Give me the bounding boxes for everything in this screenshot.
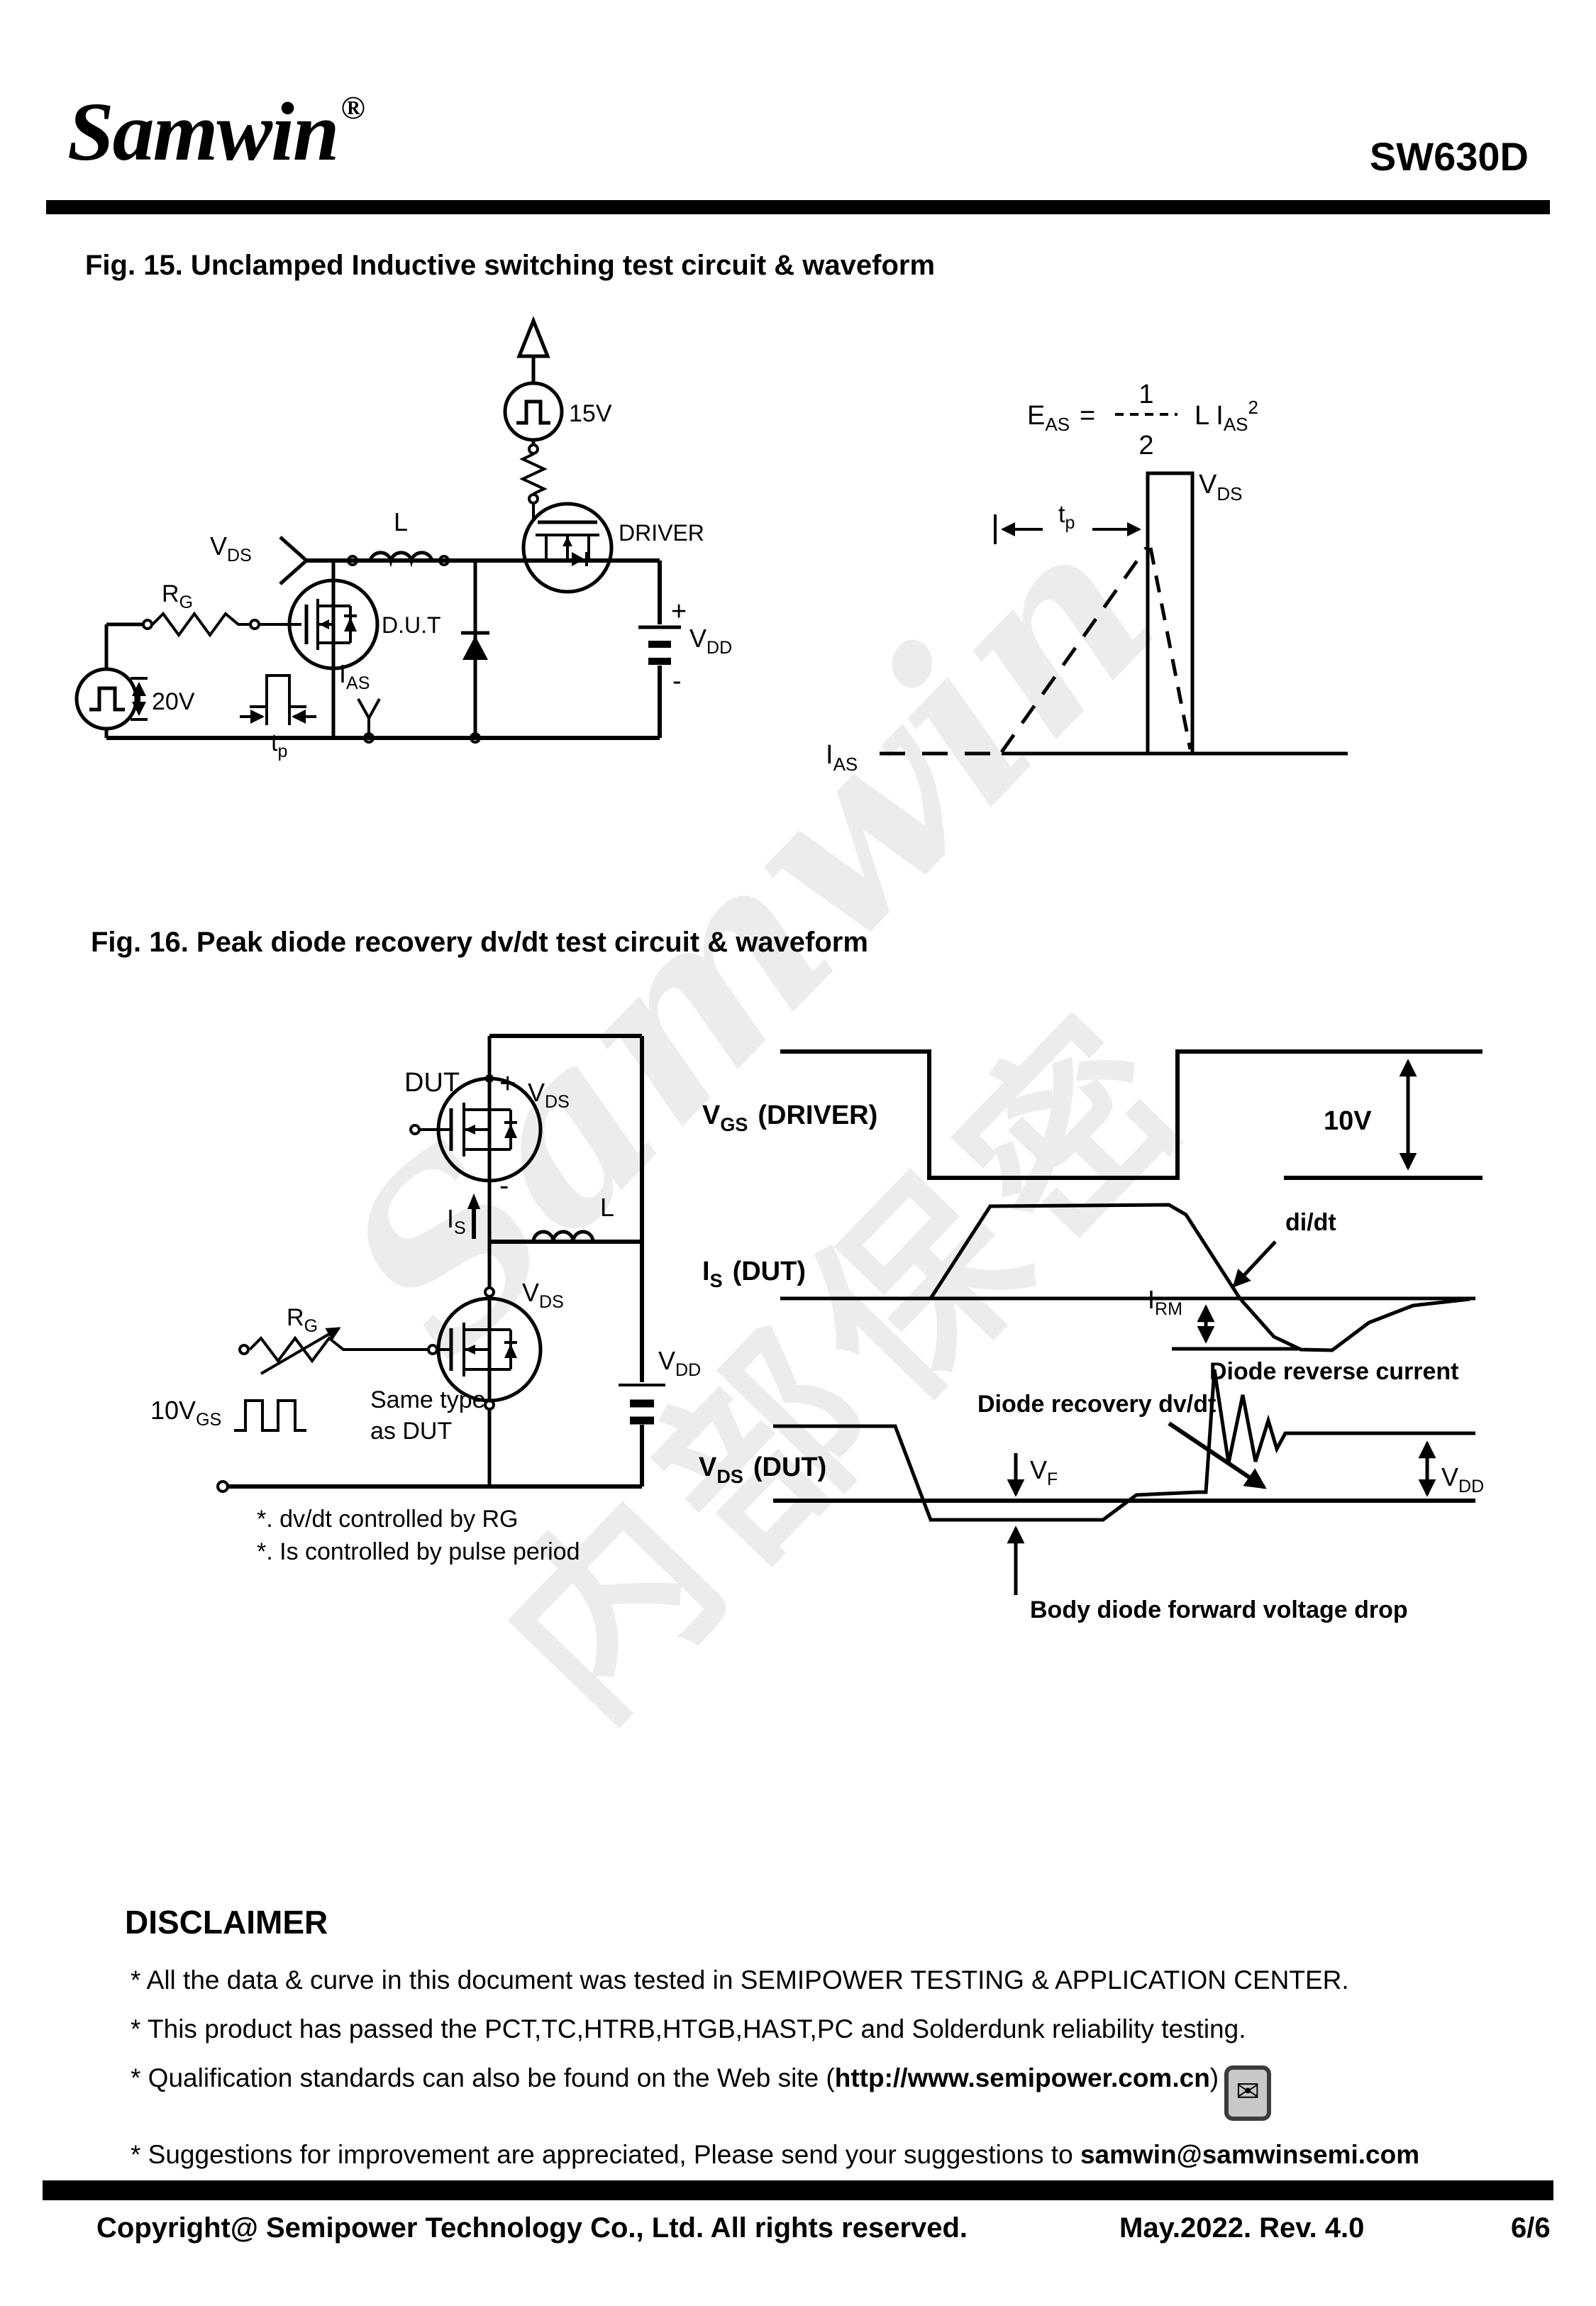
ias-fall-dashed [1148,547,1192,750]
fig16-diagram: DUT + VDS - [150,1034,1484,1623]
svg-text:2: 2 [1138,431,1153,460]
label-driver: DRIVER [619,520,704,546]
label-dut: D.U.T [382,612,441,638]
wave-label-vdd: VDD [1441,1462,1484,1496]
wave-label-vgs-driver: VGS(DRIVER) [702,1100,877,1135]
wave-label-tp: tp [1058,501,1075,533]
wave-label-body-diode: Body diode forward voltage drop [1030,1596,1408,1623]
wave-label-vf: VF [1030,1455,1058,1489]
vds-probe-arrow-icon [279,536,309,585]
dut16-mosfet-icon [409,1076,543,1183]
supply-arrow-icon [516,316,550,358]
label-minus16: - [499,1170,509,1201]
label-vds: VDS [210,531,252,566]
label-l: L [394,507,408,536]
label-tp: tp [271,729,287,761]
inductor-icon [368,551,434,568]
label-15v: 15V [569,400,612,427]
email-link[interactable]: samwin@samwinsemi.com [1080,2140,1420,2169]
is-arrow-icon [467,1193,480,1239]
inductor16-icon [531,1230,595,1242]
label-vds16-bottom: VDS [522,1278,564,1312]
label-rg: RG [162,580,193,612]
disclaimer-item: * This product has passed the PCT,TC,HTR… [131,2014,1246,2043]
brand-logo-text: Samwin [67,85,340,178]
fig16-circuit: DUT + VDS - [150,1034,701,1565]
label-10vgs: 10VGS [150,1396,221,1430]
label-l16: L [600,1193,614,1222]
mail-icon[interactable]: ✉ [1224,2065,1272,2121]
pulse-source-20v-icon [74,667,138,731]
eas-formula: EAS= 1 2 L IAS2 [1027,380,1258,460]
didt-arrow [1232,1240,1277,1288]
ias-ramp-dashed [999,546,1148,754]
label-minus: - [672,666,682,696]
label-same-type-1: Same type [370,1386,486,1413]
tp-measure [994,514,1141,544]
registered-mark-icon: ® [340,89,365,126]
wave-label-ias: IAS [826,740,858,775]
vdd-battery-icon [638,625,681,665]
vgs-trace [780,1049,1483,1180]
label-vdd: VDD [689,624,732,658]
label-vdd16: VDD [658,1346,701,1380]
fig15-diagram: 15V DRIVER VDS [74,316,1348,775]
fig16-title: Fig. 16. Peak diode recovery dv/dt test … [91,927,868,958]
tp-pulse-icon [240,674,316,725]
recovery-arrow [1168,1421,1267,1489]
gate-resistor-icon [519,453,548,495]
note-is: *. Is controlled by pulse period [257,1538,580,1565]
label-is: IS [447,1204,466,1238]
wave-label-is-dut: IS(DUT) [702,1257,806,1291]
vds-trace [773,1369,1475,1522]
part-number: SW630D [1369,134,1529,179]
rg-resistor-icon [151,611,250,638]
wave-label-didt: di/dt [1285,1209,1336,1236]
website-link[interactable]: http://www.semipower.com.cn [834,2063,1210,2092]
footer-copyright: Copyright@ Semipower Technology Co., Ltd… [96,2212,968,2244]
wave-label-irm: IRM [1148,1285,1182,1319]
label-dut16: DUT [404,1068,460,1098]
ias-arrow-icon [357,698,381,738]
brand-logo: Samwin® [67,84,365,180]
amplitude-arrow-icon [131,677,148,721]
vds-pulse-trace [1146,471,1195,754]
dut-mosfet-icon [287,578,379,671]
vgs-pulse-icon [234,1399,306,1432]
pulse-source-15v-icon [503,381,564,442]
label-same-type-2: as DUT [370,1418,452,1445]
footer-revision: May.2022. Rev. 4.0 [1119,2212,1365,2244]
disclaimer-section: DISCLAIMER * All the data & curve in thi… [125,1903,1544,2189]
note-dvdt: *. dv/dt controlled by RG [257,1506,519,1533]
svg-text:EAS=: EAS= [1027,401,1095,435]
fig15-circuit: 15V DRIVER VDS [74,316,732,761]
freewheel-diode-icon [461,561,489,738]
svg-text:1: 1 [1138,380,1153,409]
label-ias: IAS [339,659,370,693]
label-rg16: RG [287,1304,318,1336]
label-20v: 20V [152,688,195,715]
label-plus: + [671,597,687,627]
driver-mosfet-icon [521,502,614,594]
disclaimer-heading: DISCLAIMER [125,1904,328,1941]
is-trace [929,1203,1470,1352]
fig15-title: Fig. 15. Unclamped Inductive switching t… [85,250,936,281]
footer-rule [43,2180,1553,2200]
footer-page-number: 6/6 [1511,2212,1551,2244]
driver16-mosfet-icon [427,1296,543,1403]
disclaimer-item: * Qualification standards can also be fo… [131,2063,1544,2121]
wave-label-reverse-current: Diode reverse current [1209,1358,1459,1385]
fig16-waveforms: VGS(DRIVER) 10V IS(DUT) di/dt IRM Diode … [699,1049,1484,1623]
fig15-waveform: EAS= 1 2 L IAS2 VDS tp IAS [826,380,1348,775]
svg-text:L IAS2: L IAS2 [1195,397,1258,435]
wave-label-vds: VDS [1199,470,1242,504]
header-rule [46,200,1550,214]
disclaimer-item: * All the data & curve in this document … [131,1965,1349,1995]
wave-label-vds-dut: VDS(DUT) [699,1452,826,1487]
vdd16-battery-icon [619,1384,665,1425]
wave-label-10v: 10V [1324,1106,1372,1136]
rg16-resistor-icon [248,1327,355,1375]
disclaimer-item: * Suggestions for improvement are apprec… [131,2140,1420,2169]
wave-label-recovery: Diode recovery dv/dt [977,1391,1216,1418]
